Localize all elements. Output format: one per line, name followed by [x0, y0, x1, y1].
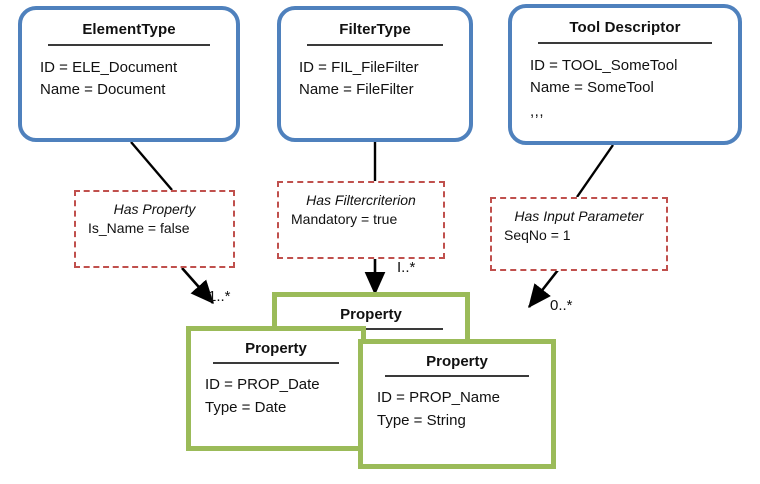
attribute-row: ID = PROP_Name — [377, 389, 500, 406]
connector-elementtype-hasproperty — [130, 141, 173, 191]
attribute-row: ID = ELE_Document — [40, 59, 178, 76]
type-box-title: Tool Descriptor — [569, 19, 681, 36]
title-divider — [213, 362, 339, 364]
title-divider — [299, 328, 443, 330]
relation-attribute: Is_Name = false — [88, 220, 190, 236]
relation-box-has-property[interactable]: Has Property Is_Name = false — [74, 190, 235, 268]
relation-attribute: SeqNo = 1 — [504, 227, 571, 243]
multiplicity-label-has-input-parameter: 0..* — [550, 297, 573, 314]
type-box-element-type[interactable]: ElementType ID = ELE_Document Name = Doc… — [18, 6, 240, 142]
type-box-attributes: ID = TOOL_SomeTool Name = SomeTool ,,, — [512, 44, 738, 122]
property-title: Property — [245, 340, 307, 357]
title-divider — [538, 42, 712, 44]
relation-title: Has Filtercriterion — [306, 192, 416, 208]
connector-tooldescriptor-hasinputparameter — [576, 144, 614, 198]
connector-hasproperty-property — [181, 267, 214, 304]
relation-title: Has Input Parameter — [514, 208, 644, 224]
attribute-row: ID = FIL_FileFilter — [299, 59, 419, 76]
type-box-title: ElementType — [82, 21, 176, 38]
title-divider — [48, 44, 210, 46]
attribute-row: Name = FileFilter — [299, 80, 414, 98]
property-title: Property — [340, 306, 402, 323]
title-divider — [307, 44, 443, 46]
relation-title: Has Property — [113, 201, 196, 217]
connector-hasinputparameter-property — [527, 269, 560, 309]
type-box-tool-descriptor[interactable]: Tool Descriptor ID = TOOL_SomeTool Name … — [508, 4, 742, 145]
attribute-row: Type = Date — [205, 398, 287, 416]
attribute-row: Name = Document — [40, 80, 166, 98]
type-box-filter-type[interactable]: FilterType ID = FIL_FileFilter Name = Fi… — [277, 6, 473, 142]
property-attributes: ID = PROP_Name Type = String — [363, 377, 551, 432]
multiplicity-label-has-property: 1..* — [208, 288, 231, 305]
title-divider — [385, 375, 529, 377]
attribute-row: ID = PROP_Date — [205, 376, 320, 393]
type-box-attributes: ID = FIL_FileFilter Name = FileFilter — [281, 46, 469, 101]
attribute-row: Name = SomeTool — [530, 78, 654, 96]
property-title: Property — [426, 353, 488, 370]
type-box-attributes: ID = ELE_Document Name = Document — [22, 46, 236, 101]
property-box-name[interactable]: Property ID = PROP_Name Type = String — [358, 339, 556, 469]
relation-attribute: Mandatory = true — [291, 211, 398, 227]
multiplicity-label-has-filtercriterion: I..* — [397, 259, 416, 276]
attribute-ellipsis: ,,, — [530, 102, 545, 120]
attribute-row: ID = TOOL_SomeTool — [530, 57, 678, 74]
attribute-row: Type = String — [377, 411, 466, 429]
property-box-date[interactable]: Property ID = PROP_Date Type = Date — [186, 326, 366, 451]
type-box-title: FilterType — [339, 21, 411, 38]
relation-box-has-filtercriterion[interactable]: Has Filtercriterion Mandatory = true — [277, 181, 445, 259]
property-attributes: ID = PROP_Date Type = Date — [191, 364, 361, 419]
relation-box-has-input-parameter[interactable]: Has Input Parameter SeqNo = 1 — [490, 197, 668, 271]
